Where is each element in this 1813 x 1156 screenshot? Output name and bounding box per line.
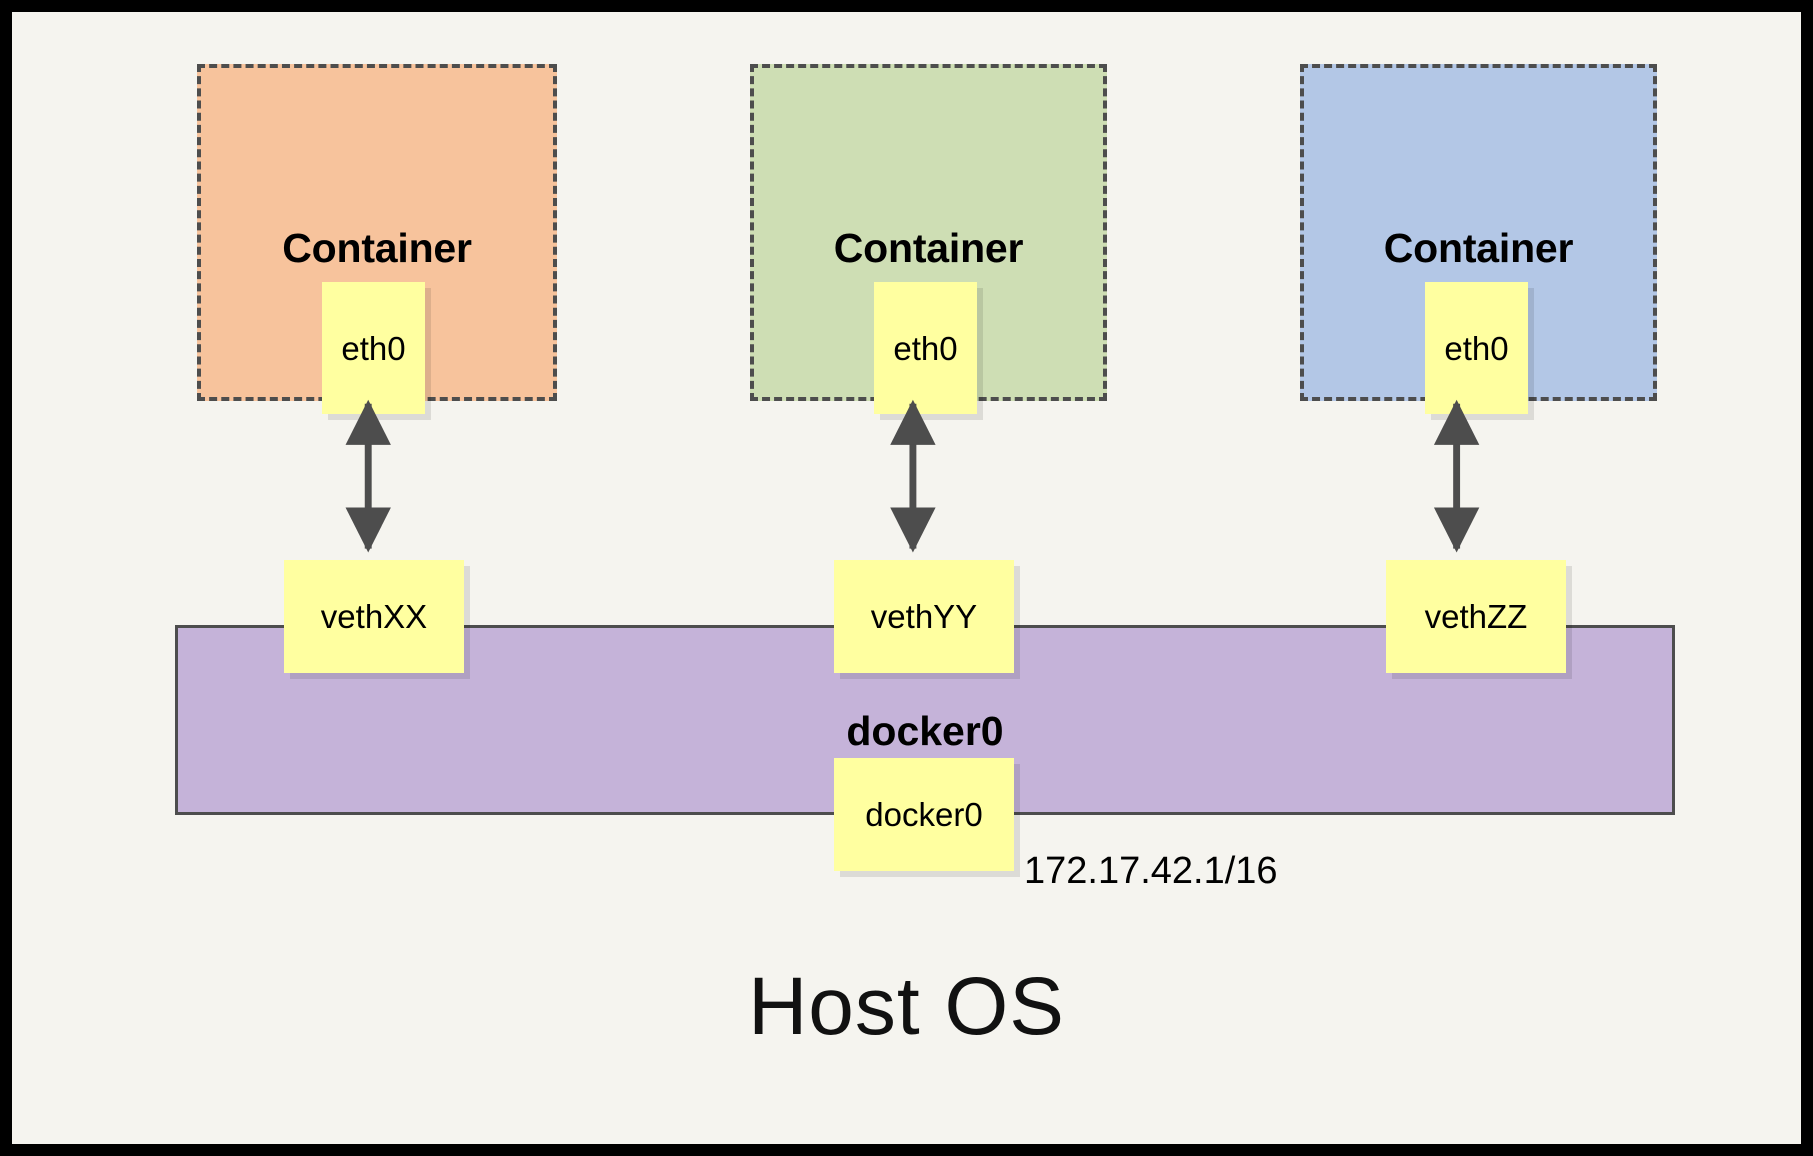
arrow-eth0-veth-1 <box>345 399 391 553</box>
docker0-bar-label: docker0 <box>846 708 1004 754</box>
eth0-label-3: eth0 <box>1444 329 1509 367</box>
veth-box-1: vethXX <box>284 560 464 673</box>
container-label-1: Container <box>282 225 472 271</box>
container-label-3: Container <box>1383 225 1574 271</box>
veth-box-2: vethYY <box>834 560 1014 673</box>
container-label-2: Container <box>833 225 1024 271</box>
docker0-interface-box: docker0 <box>834 758 1014 871</box>
host-os-label: Host OS <box>748 961 1065 1052</box>
arrow-eth0-veth-2 <box>890 399 936 553</box>
docker0-interface-label: docker0 <box>865 796 983 833</box>
veth-box-3: vethZZ <box>1386 560 1566 673</box>
eth0-box-3: eth0 <box>1425 282 1528 414</box>
eth0-box-2: eth0 <box>874 282 977 414</box>
arrow-eth0-veth-3 <box>1433 399 1480 553</box>
veth-label-2: vethYY <box>870 598 978 635</box>
veth-label-3: vethZZ <box>1424 598 1528 635</box>
eth0-label-1: eth0 <box>341 329 406 367</box>
eth0-label-2: eth0 <box>893 329 958 367</box>
docker0-ip-label: 172.17.42.1/16 <box>1024 850 1278 892</box>
eth0-box-1: eth0 <box>322 282 425 414</box>
veth-label-1: vethXX <box>320 598 428 635</box>
